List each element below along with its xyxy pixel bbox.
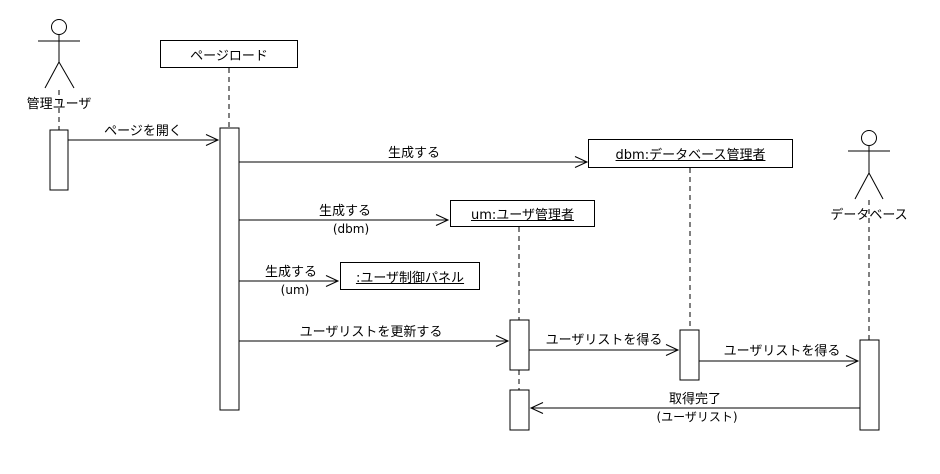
activation-bar-database (859, 339, 880, 431)
database-actor-icon (848, 130, 890, 200)
message-label-open-page: ページを開く (104, 124, 182, 139)
object-box-um: um:ユーザ管理者 (450, 200, 595, 227)
object-box-dbm: dbm:データベース管理者 (588, 139, 793, 168)
page-load-label: ページロード (190, 48, 268, 64)
message-param-create-um: (dbm) (332, 222, 370, 236)
message-arrow-create-um (239, 214, 450, 226)
message-arrow-open-page (68, 134, 220, 146)
message-label-fetch-complete: 取得完了 (668, 392, 722, 407)
activation-bar-um-2 (509, 389, 530, 431)
activation-bar-dbm (679, 329, 700, 381)
activation-bar-admin-user (49, 129, 69, 191)
message-label-create-dbm: 生成する (387, 146, 441, 161)
message-label-get-userlist-1: ユーザリストを得る (545, 333, 663, 348)
message-arrow-fetch-complete (529, 402, 860, 414)
database-actor-label: データベース (830, 208, 908, 223)
object-box-panel: :ユーザ制御パネル (340, 262, 480, 290)
dbm-label: dbm:データベース管理者 (615, 148, 766, 163)
message-label-create-panel: 生成する (264, 265, 318, 280)
message-arrow-create-dbm (239, 156, 589, 168)
admin-user-actor-label: 管理ユーザ (26, 97, 92, 112)
message-arrow-create-panel (239, 275, 340, 287)
um-label: um:ユーザ管理者 (470, 208, 575, 223)
message-param-fetch-complete: (ユーザリスト) (656, 410, 738, 424)
message-param-create-panel: (um) (280, 283, 310, 297)
activation-bar-page-load (219, 127, 240, 411)
message-label-update-userlist: ユーザリストを更新する (299, 325, 443, 340)
panel-label: :ユーザ制御パネル (355, 270, 465, 286)
admin-user-actor-icon (38, 19, 80, 89)
message-arrow-get-userlist-1 (529, 344, 680, 356)
object-box-page-load: ページロード (160, 40, 298, 68)
message-label-get-userlist-2: ユーザリストを得る (723, 344, 841, 359)
message-label-create-um: 生成する (318, 204, 372, 219)
message-arrow-get-userlist-2 (699, 355, 860, 367)
message-arrow-update-userlist (239, 335, 510, 347)
activation-bar-um-1 (509, 319, 530, 371)
